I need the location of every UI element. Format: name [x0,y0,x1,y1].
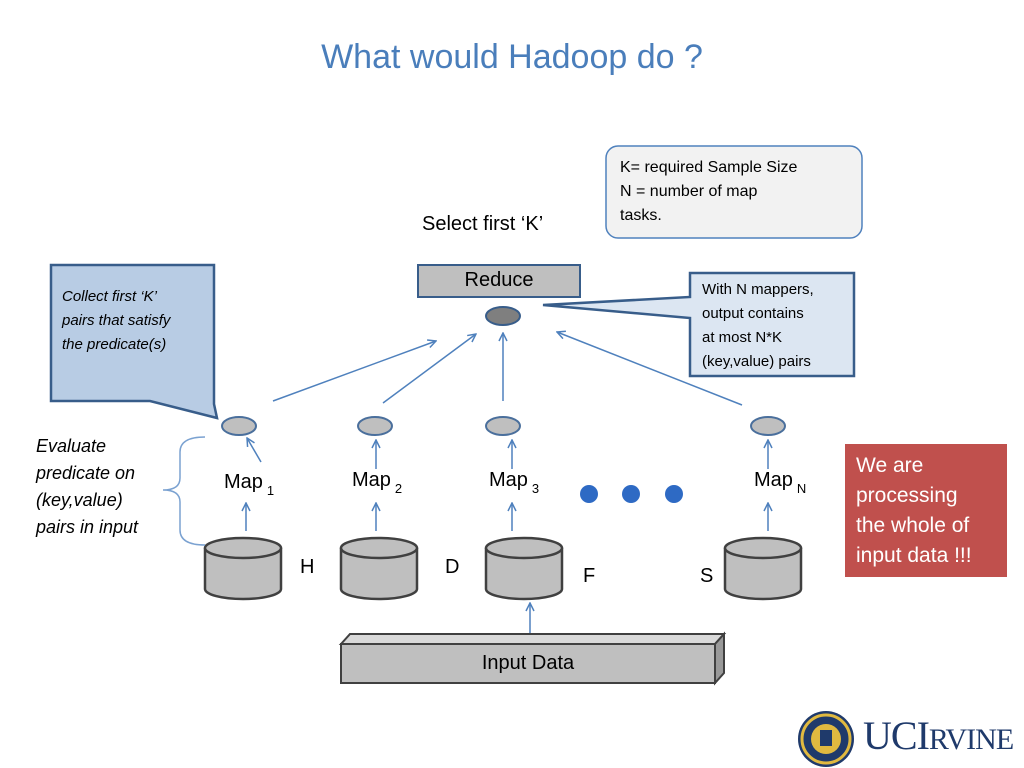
input-data-box [338,631,727,686]
right-callout-line-1: With N mappers, [702,281,814,298]
right-callout-line-4: (key,value) pairs [702,353,811,370]
map1-output-node [221,416,257,436]
map-label-3-text: Map [489,469,528,491]
data-cylinder-d [339,536,419,601]
right-callout-line-2: output contains [702,305,804,322]
map-label-3-sub: 3 [531,481,540,496]
note-box [605,145,863,239]
input-data-label: Input Data [481,652,575,674]
uci-wordmark: UCIRVINE [863,712,1014,759]
cylinder-letter-f: F [583,565,596,587]
map3-output-node [485,416,521,436]
evaluate-line-4: pairs in input [36,517,139,537]
map-label-n-text: Map [754,469,793,491]
map-label-n-sub: N [796,481,807,496]
left-callout-text: Collect first ‘K’ pairs that satisfy the… [62,285,170,357]
cylinder-letter-h: H [300,556,315,578]
right-callout-shape [542,271,856,378]
note-line-1: K= required Sample Size [620,159,798,176]
right-callout-line-3: at most N*K [702,329,783,346]
uci-wordmark-b: RVINE [928,723,1014,756]
red-note-line-4: input data !!! [856,544,972,567]
red-note-line-1: We are [856,454,924,477]
uci-wordmark-a: UCI [863,713,930,758]
data-cylinder-f [484,536,564,601]
arrow-map1-up [247,438,262,463]
reduce-box [417,264,581,298]
map-label-1-sub: 1 [266,483,275,498]
slide-title: What would Hadoop do ? [321,38,703,76]
red-note-box [845,444,1007,577]
ellipsis-dot-3 [665,485,683,503]
map-label-1-text: Map [224,471,263,493]
red-note-line-3: the whole of [856,514,970,537]
evaluate-line-2: predicate on [36,463,136,483]
map-label-2-sub: 2 [394,481,403,496]
reduce-label: Reduce [464,269,534,291]
arrow-map2-to-reduce [382,334,476,404]
note-box-text: K= required Sample Size N = number of ma… [620,156,797,228]
left-callout-line-3: the predicate(s) [62,336,167,353]
cylinder-letter-d: D [445,556,460,578]
ellipsis-dot-2 [622,485,640,503]
evaluate-line-1: Evaluate [36,436,107,456]
left-callout-line-2: pairs that satisfy [62,312,171,329]
note-line-3: tasks. [620,207,662,224]
mapN-output-node [750,416,786,436]
right-callout-text: With N mappers, output contains at most … [702,278,814,374]
left-callout-line-1: Collect first ‘K’ [62,288,158,305]
ellipsis-dot-1 [580,485,598,503]
red-note-text: We are processing the whole of input dat… [856,451,972,571]
select-first-label: Select first ‘K’ [422,213,544,235]
arrow-mapN-to-reduce [557,332,743,406]
red-note-line-2: processing [856,484,958,507]
note-line-2: N = number of map [620,183,758,200]
reduce-output-node [485,306,521,326]
cylinder-letter-s: S [700,565,714,587]
map-label-2-text: Map [352,469,391,491]
left-callout-shape [49,263,219,420]
data-cylinder-s [723,536,803,601]
evaluate-line-3: (key,value) [36,490,123,510]
evaluate-note: Evaluate predicate on (key,value) pairs … [36,433,138,541]
uci-seal-logo [798,711,854,767]
arrow-map1-to-reduce [272,341,436,402]
map2-output-node [357,416,393,436]
evaluate-bracket [162,436,206,546]
data-cylinder-h [203,536,283,601]
